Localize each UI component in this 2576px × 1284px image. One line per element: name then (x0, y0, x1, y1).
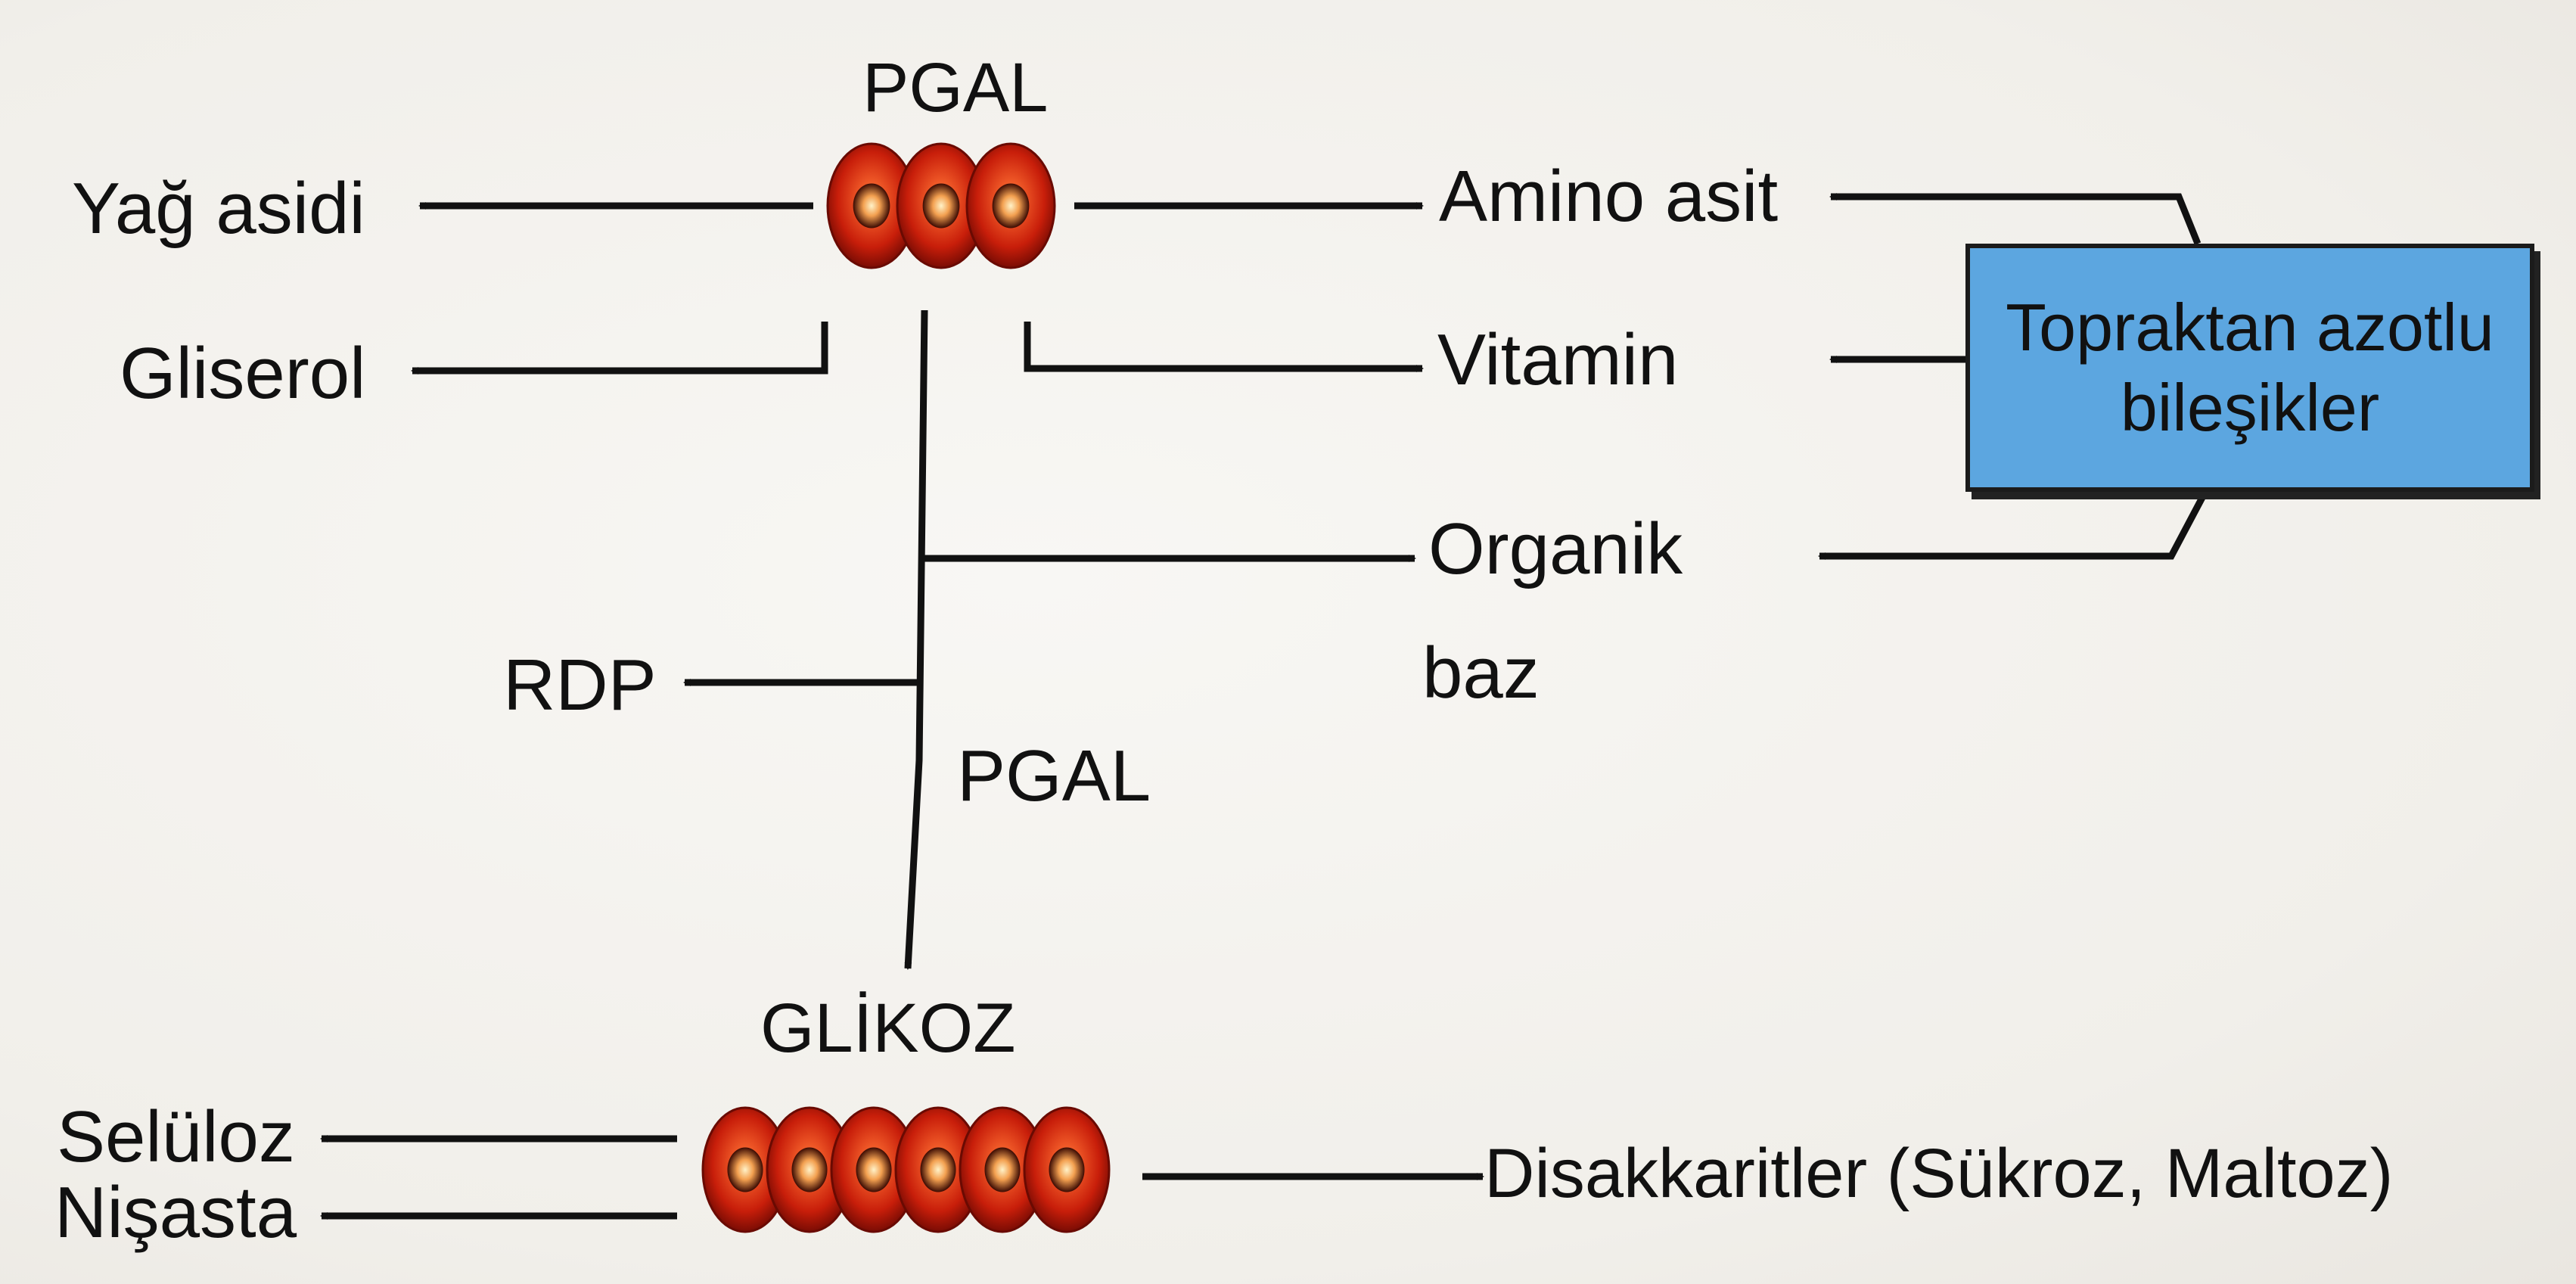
glikoz-molecule (701, 1106, 1111, 1233)
arrow-box-to-organik-baz (1818, 490, 2208, 560)
pgal-molecule (826, 142, 1056, 269)
gliserol-label: Gliserol (120, 333, 366, 414)
yag-asidi-label: Yağ asidi (72, 168, 365, 249)
glikoz-carbon-1 (701, 1106, 789, 1233)
seluloz-label: Selüloz (57, 1096, 295, 1177)
amino-asit-label: Amino asit (1439, 156, 1779, 237)
glikoz-carbon-3 (830, 1106, 918, 1233)
baz-label: baz (1422, 633, 1540, 714)
glikoz-label: GLİKOZ (760, 990, 1016, 1067)
rdp-label: RDP (503, 645, 657, 726)
nitrogen-compounds-box: Topraktan azotlu bileşikler (1965, 244, 2534, 492)
pgal-top-label: PGAL (862, 49, 1049, 126)
pgal-mid-label: PGAL (957, 735, 1151, 816)
organik-label: Organik (1428, 508, 1683, 589)
arrow-to-glikoz (904, 309, 928, 970)
glikoz-carbon-2 (766, 1106, 853, 1233)
arrow-box-to-amino-asit (1829, 193, 2202, 245)
vitamin-label: Vitamin (1437, 319, 1679, 400)
disakkaritler-label: Disakkaritler (Sükroz, Maltoz) (1484, 1135, 2394, 1212)
nisasta-label: Nişasta (54, 1172, 297, 1253)
glikoz-carbon-6 (1023, 1106, 1111, 1233)
arrow-to-gliserol (411, 322, 828, 375)
arrow-to-vitamin (1024, 322, 1424, 372)
nitrogen-compounds-label: Topraktan azotlu bileşikler (2006, 290, 2494, 445)
pgal-carbon-3 (965, 142, 1056, 269)
